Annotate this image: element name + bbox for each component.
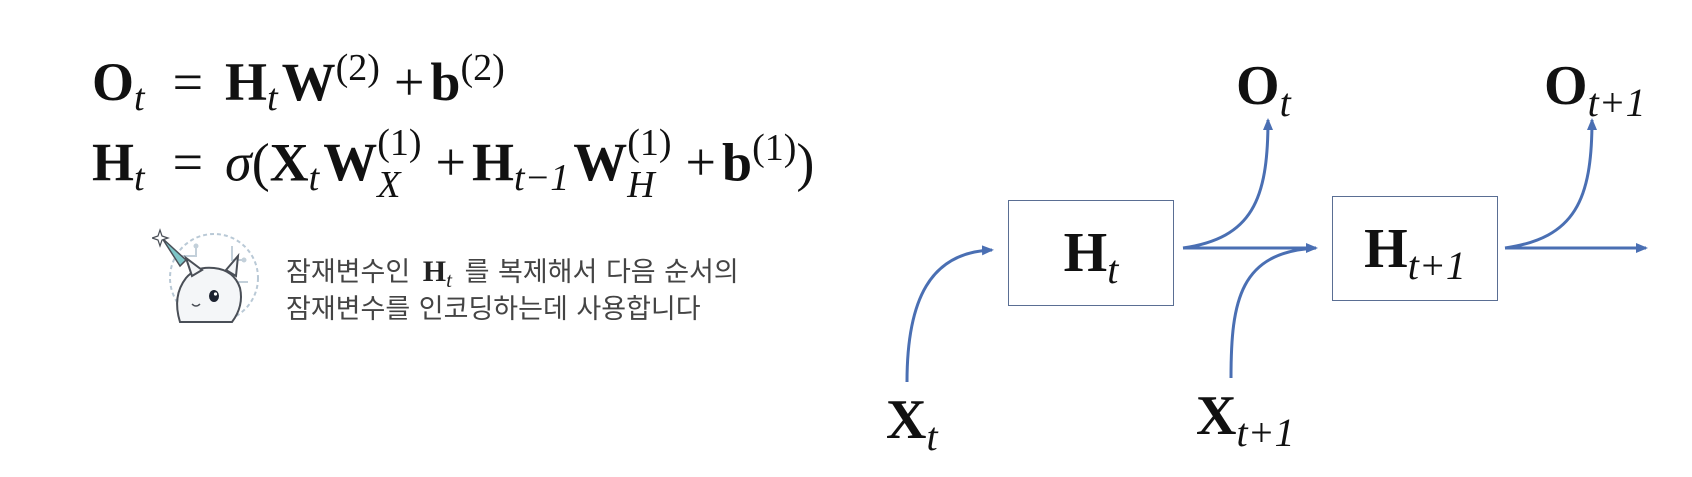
eq2-x: X xyxy=(269,132,309,193)
eq2-h-sub: t−1 xyxy=(514,157,570,200)
output-label-t1: Ot+1 xyxy=(1544,55,1646,123)
arrow-h-t1-to-o-t1 xyxy=(1504,118,1597,250)
eq1-w-sup: (2) xyxy=(335,47,380,89)
hidden-state-node-t: Ht xyxy=(1008,200,1174,306)
input-t1-symbol: X xyxy=(1196,385,1237,447)
input-label-t1: Xt+1 xyxy=(1196,385,1295,453)
output-t1-sub: t+1 xyxy=(1587,80,1646,125)
hidden-state-node-t1: Ht+1 xyxy=(1332,196,1498,301)
node-t1-symbol: H xyxy=(1364,217,1408,280)
eq1-lhs: O xyxy=(92,52,135,112)
eq1-plus: + xyxy=(393,52,425,112)
node-t1-sub: t+1 xyxy=(1407,242,1466,288)
eq2-lhs: H xyxy=(92,132,135,193)
eq1-b-sup: (2) xyxy=(460,47,505,89)
eq2-equals: = xyxy=(172,132,204,193)
eq1-h-sub: t xyxy=(267,77,278,119)
eq2-plus1: + xyxy=(435,132,467,193)
eq2-w1: W xyxy=(323,132,378,193)
equation-hidden-state: Ht=σ(XtW(1)X+Ht−1W(1)H+b(1)) xyxy=(92,124,815,208)
eq1-b: b xyxy=(430,52,461,112)
eq2-b: b xyxy=(722,132,753,193)
note-line-2: 잠재변수를 인코딩하는데 사용합니다 xyxy=(286,294,701,325)
node-t-label: Ht xyxy=(1063,222,1119,290)
eq2-open-paren: ( xyxy=(251,132,270,193)
eq2-plus2: + xyxy=(685,132,717,193)
note-line-1-before: 잠재변수인 xyxy=(286,257,411,288)
input-label-t: Xt xyxy=(886,389,938,457)
eq2-w2-sup: (1) xyxy=(627,122,672,164)
node-t1-label: Ht+1 xyxy=(1364,217,1466,286)
eq2-h: H xyxy=(472,132,515,193)
eq2-x-sub: t xyxy=(308,157,320,200)
arrow-x-t-to-h-t xyxy=(905,245,994,383)
eq2-b-sup: (1) xyxy=(752,127,797,170)
output-t-sub: t xyxy=(1279,80,1291,125)
output-label-t: Ot xyxy=(1236,55,1291,123)
note-symbol-letter: H xyxy=(422,255,447,288)
eq2-w1-indices: (1)X xyxy=(377,124,421,204)
input-t1-sub: t+1 xyxy=(1236,410,1295,455)
node-t-sub: t xyxy=(1107,247,1119,292)
eq1-w: W xyxy=(281,52,336,112)
explanation-note: 잠재변수인 Ht 를 복제해서 다음 순서의 잠재변수를 인코딩하는데 사용합니… xyxy=(286,254,739,328)
eq2-w2-sub: H xyxy=(627,164,655,206)
note-line-1-after: 를 복제해서 다음 순서의 xyxy=(464,257,739,288)
equation-output: Ot=HtW(2)+b(2) xyxy=(92,49,505,117)
input-t-symbol: X xyxy=(886,389,927,451)
eq2-w2: W xyxy=(573,132,628,193)
eq2-w1-sup: (1) xyxy=(377,122,422,164)
unicorn-cat-mascot-icon xyxy=(152,228,259,323)
node-t-symbol: H xyxy=(1063,222,1108,284)
eq2-sigma: σ xyxy=(225,132,252,193)
eq1-equals: = xyxy=(172,52,204,112)
output-t-symbol: O xyxy=(1236,55,1280,117)
eq2-w2-indices: (1)H xyxy=(627,124,671,204)
arrow-x-t1-to-h-t1 xyxy=(1229,246,1317,379)
note-line-1: 잠재변수인 Ht 를 복제해서 다음 순서의 xyxy=(286,254,739,292)
eq1-lhs-sub: t xyxy=(134,77,145,119)
output-t1-symbol: O xyxy=(1544,55,1588,117)
eq2-lhs-sub: t xyxy=(134,157,145,200)
arrow-h-t-to-o-t xyxy=(1182,118,1273,250)
eq2-close-paren: ) xyxy=(796,132,815,193)
eq1-h: H xyxy=(225,52,268,112)
eq2-w1-sub: X xyxy=(377,164,401,206)
input-t-sub: t xyxy=(926,414,938,459)
note-symbol-sub: t xyxy=(446,268,452,292)
note-symbol: Ht xyxy=(422,255,452,292)
